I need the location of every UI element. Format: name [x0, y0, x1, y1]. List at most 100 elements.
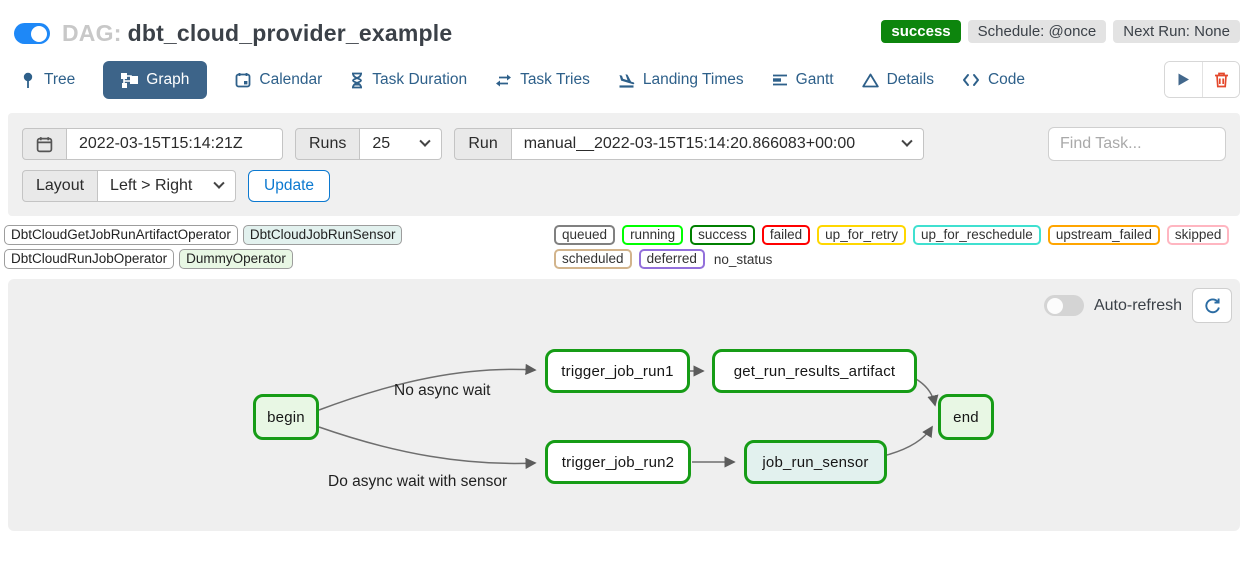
- runs-select[interactable]: 25: [360, 128, 443, 160]
- edge-begin-run1: [318, 363, 537, 411]
- toggle-knob: [31, 25, 47, 42]
- run-label: Run: [454, 128, 512, 160]
- chevron-down-icon: [419, 135, 432, 147]
- tab-label: Calendar: [259, 71, 323, 88]
- calendar-icon: [235, 73, 251, 88]
- auto-refresh-label: Auto-refresh: [1093, 296, 1182, 314]
- tab-tree[interactable]: Tree: [20, 62, 75, 98]
- runs-label: Runs: [295, 128, 361, 160]
- tab-calendar[interactable]: Calendar: [235, 62, 322, 98]
- operator-badge: DbtCloudRunJobOperator: [4, 249, 175, 269]
- task-node-begin[interactable]: begin: [253, 394, 319, 440]
- tab-task-tries[interactable]: Task Tries: [495, 62, 590, 98]
- dag-edges: [318, 363, 939, 470]
- dag-prefix-label: DAG:: [62, 20, 122, 46]
- delete-dag-button[interactable]: [1202, 62, 1239, 97]
- tab-label: Landing Times: [642, 71, 744, 88]
- auto-refresh-controls: Auto-refresh: [1043, 288, 1232, 323]
- triangle-icon: [861, 73, 879, 87]
- edge-label-async-sensor: Do async wait with sensor: [328, 473, 508, 490]
- status-legend-badge[interactable]: up_for_reschedule: [912, 225, 1041, 245]
- task-node-end[interactable]: end: [938, 394, 994, 440]
- view-tabs: Tree Graph Calendar Task Duration Task T…: [0, 53, 1248, 109]
- operator-badge: DummyOperator: [179, 249, 293, 269]
- page-title: DAG:dbt_cloud_provider_example: [62, 20, 452, 47]
- run-select[interactable]: manual__2022-03-15T15:14:20.866083+00:00: [511, 128, 924, 160]
- status-legend-badge[interactable]: success: [690, 225, 755, 245]
- operator-legend: DbtCloudGetJobRunArtifactOperator DbtClo…: [4, 225, 544, 269]
- tab-label: Task Duration: [372, 71, 468, 88]
- chevron-down-icon: [901, 135, 913, 147]
- dag-header: DAG:dbt_cloud_provider_example success S…: [0, 0, 1248, 53]
- tab-label: Tree: [44, 71, 76, 88]
- run-group: Run manual__2022-03-15T15:14:20.866083+0…: [454, 128, 924, 160]
- task-node-trigger-job-run1[interactable]: trigger_job_run1: [545, 349, 690, 393]
- operator-badge: DbtCloudGetJobRunArtifactOperator: [4, 225, 238, 245]
- edge-begin-run2: [318, 426, 537, 470]
- task-node-trigger-job-run2[interactable]: trigger_job_run2: [545, 440, 691, 484]
- refresh-button[interactable]: [1192, 288, 1232, 323]
- tab-label: Code: [987, 71, 1026, 88]
- operator-badge: DbtCloudJobRunSensor: [242, 225, 403, 245]
- status-legend-badge[interactable]: scheduled: [554, 249, 632, 269]
- status-legend-badge[interactable]: failed: [761, 225, 811, 245]
- task-node-get-run-results-artifact[interactable]: get_run_results_artifact: [712, 349, 917, 393]
- trigger-dag-button[interactable]: [1165, 62, 1202, 97]
- tab-label: Gantt: [795, 71, 834, 88]
- task-node-job-run-sensor[interactable]: job_run_sensor: [744, 440, 887, 484]
- calendar-button[interactable]: [22, 128, 67, 160]
- auto-refresh-toggle[interactable]: [1043, 295, 1084, 316]
- edge-label-no-async: No async wait: [394, 382, 491, 399]
- run-value: manual__2022-03-15T15:14:20.866083+00:00: [523, 135, 856, 152]
- chevron-down-icon: [213, 177, 225, 189]
- gantt-bars-icon: [772, 74, 787, 86]
- legend: DbtCloudGetJobRunArtifactOperator DbtClo…: [0, 216, 1248, 275]
- tab-details[interactable]: Details: [861, 62, 934, 98]
- dag-name: dbt_cloud_provider_example: [127, 20, 453, 46]
- status-legend-badge[interactable]: running: [622, 225, 684, 245]
- dag-action-buttons: [1164, 61, 1240, 98]
- filter-row-1: Runs 25 Run manual__2022-03-15T15:14:20.…: [22, 127, 1226, 161]
- trash-icon: [1214, 72, 1228, 87]
- toggle-knob: [1046, 297, 1063, 314]
- tree-icon: [23, 72, 33, 88]
- tab-label: Graph: [146, 71, 190, 88]
- layout-group: Layout Left > Right: [22, 170, 237, 202]
- hourglass-icon: [352, 72, 363, 88]
- tab-label: Details: [886, 71, 934, 88]
- tab-task-duration[interactable]: Task Duration: [350, 62, 467, 98]
- dag-graph-panel: No async wait Do async wait with sensor …: [8, 279, 1240, 531]
- layout-select[interactable]: Left > Right: [98, 170, 237, 202]
- layout-value: Left > Right: [110, 177, 193, 194]
- runs-group: Runs 25: [295, 128, 443, 160]
- tab-label: Task Tries: [520, 71, 590, 88]
- next-run-badge: Next Run: None: [1113, 20, 1240, 43]
- find-task-input[interactable]: [1048, 127, 1226, 161]
- execution-date-input[interactable]: [67, 128, 283, 160]
- status-legend-no-status: no_status: [713, 251, 773, 267]
- edge-sensor-end: [886, 425, 933, 456]
- status-legend-badge[interactable]: deferred: [638, 249, 705, 269]
- tab-gantt[interactable]: Gantt: [772, 62, 834, 98]
- dag-pause-toggle[interactable]: [14, 23, 50, 44]
- status-legend-badge[interactable]: queued: [554, 225, 616, 245]
- layout-label: Layout: [22, 170, 99, 202]
- tab-code[interactable]: Code: [962, 62, 1025, 98]
- tab-graph[interactable]: Graph: [103, 61, 208, 99]
- update-button[interactable]: Update: [248, 170, 331, 202]
- header-badges: success Schedule: @once Next Run: None: [881, 20, 1240, 43]
- tab-landing-times[interactable]: Landing Times: [618, 62, 744, 98]
- status-legend-badge[interactable]: skipped: [1166, 225, 1230, 245]
- status-legend-badge[interactable]: upstream_failed: [1047, 225, 1160, 245]
- runs-value: 25: [372, 135, 391, 152]
- schedule-badge: Schedule: @once: [967, 20, 1107, 43]
- code-icon: [962, 74, 979, 86]
- play-icon: [1178, 73, 1189, 86]
- graph-icon: [121, 73, 139, 88]
- filter-panel: Runs 25 Run manual__2022-03-15T15:14:20.…: [8, 113, 1240, 216]
- calendar-icon: [36, 136, 53, 152]
- status-legend-badge[interactable]: up_for_retry: [817, 225, 906, 245]
- plane-landing-icon: [619, 74, 635, 88]
- refresh-icon: [1204, 298, 1220, 314]
- status-badge: success: [881, 20, 961, 43]
